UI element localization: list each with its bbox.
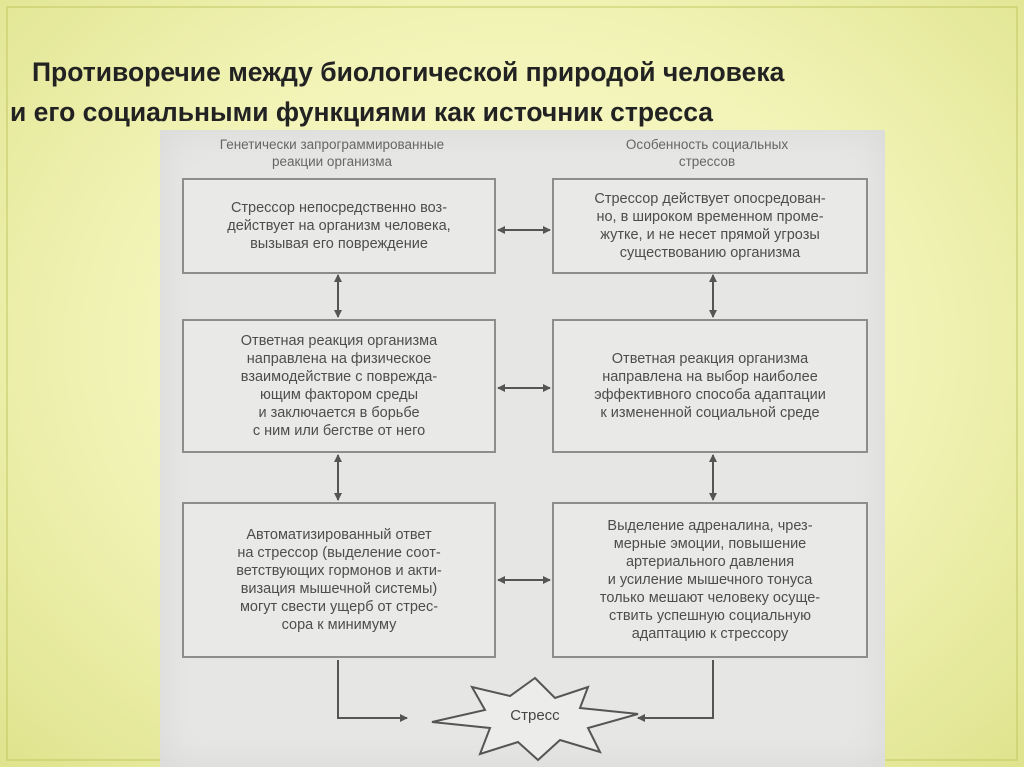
left-box-3: Автоматизированный ответ на стрессор (вы…: [182, 502, 496, 658]
right-box-3-text: Выделение адреналина, чрез- мерные эмоци…: [599, 518, 821, 642]
left-box-2: Ответная реакция организма направлена на…: [182, 319, 496, 453]
right-box-2: Ответная реакция организма направлена на…: [552, 319, 868, 453]
left-box-1: Стрессор непосредственно воз- действует …: [182, 178, 496, 274]
left-column-header: Генетически запрограммированные реакции …: [219, 137, 445, 169]
left-box-2-text: Ответная реакция организма направлена на…: [240, 333, 438, 439]
right-box-3: Выделение адреналина, чрез- мерные эмоци…: [552, 502, 868, 658]
arrow-left-to-stress: [337, 660, 408, 722]
right-box-1: Стрессор действует опосредован- но, в ши…: [552, 178, 868, 274]
right-box-1-text: Стрессор действует опосредован- но, в ши…: [594, 191, 826, 261]
title-line-2: и его социальными функциями как источник…: [10, 97, 713, 127]
stress-starburst: [431, 676, 639, 762]
arrow-right-to-stress: [637, 660, 714, 722]
left-box-3-text: Автоматизированный ответ на стрессор (вы…: [236, 527, 442, 633]
right-box-2-text: Ответная реакция организма направлена на…: [594, 351, 826, 421]
left-box-1-text: Стрессор непосредственно воз- действует …: [227, 200, 451, 252]
diagram-connectors: [334, 226, 717, 762]
right-column-header: Особенность социальных стрессов: [625, 137, 789, 169]
stress-label: Стресс: [510, 707, 560, 724]
slide-title: Противоречие между биологической природо…: [10, 52, 1010, 132]
diagram-scan: Генетически запрограммированные реакции …: [160, 130, 885, 767]
title-line-1: Противоречие между биологической природо…: [32, 57, 785, 87]
